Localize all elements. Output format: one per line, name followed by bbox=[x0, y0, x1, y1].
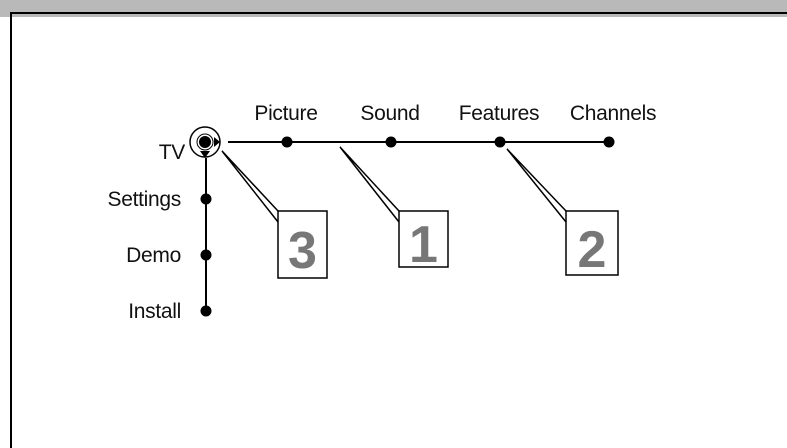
features-dot bbox=[494, 136, 506, 148]
menu-item-picture: Picture bbox=[254, 102, 317, 125]
menu-item-demo: Demo bbox=[126, 244, 181, 267]
sound-dot bbox=[385, 136, 397, 148]
demo-dot bbox=[200, 249, 212, 261]
callout-3-number: 3 bbox=[288, 222, 317, 280]
callout-2-number: 2 bbox=[578, 221, 607, 279]
menu-item-features: Features bbox=[459, 102, 539, 125]
channels-dot bbox=[603, 136, 615, 148]
frame-left-border bbox=[10, 12, 12, 448]
callout-pointers bbox=[221, 146, 567, 223]
callout-1-number: 1 bbox=[409, 216, 438, 274]
install-dot bbox=[200, 305, 212, 317]
callout-1-box: 1 bbox=[398, 210, 449, 274]
menu-item-sound: Sound bbox=[360, 102, 419, 125]
frame-top-border bbox=[10, 12, 787, 14]
callout-2-box: 2 bbox=[565, 210, 619, 279]
picture-dot bbox=[281, 136, 293, 148]
callout-3-box: 3 bbox=[277, 210, 328, 280]
settings-dot bbox=[200, 193, 212, 205]
menu-item-channels: Channels bbox=[570, 102, 656, 125]
menu-item-install: Install bbox=[128, 300, 181, 323]
menu-root-tv: TV bbox=[159, 141, 186, 164]
menu-item-settings: Settings bbox=[108, 188, 181, 211]
cursor-navigation-icon bbox=[189, 126, 221, 158]
